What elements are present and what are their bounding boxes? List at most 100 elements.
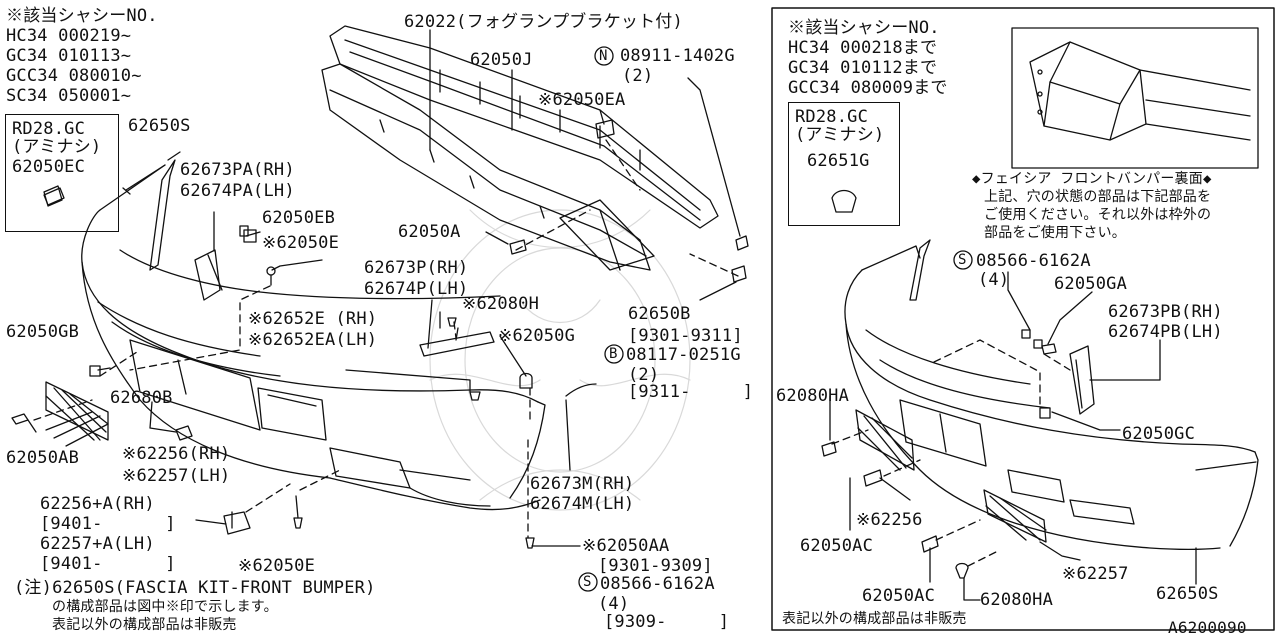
right-label-62080ha-top: 62080HA: [776, 386, 850, 406]
symbol-s-right: S: [958, 252, 967, 268]
diagram-code: A6200090: [1168, 618, 1247, 637]
label-62256: ※62256(RH): [122, 444, 231, 464]
label-62674p: 62674P(LH): [364, 279, 469, 299]
left-bumper-shell: [81, 164, 546, 511]
left-chassis-note-3: GCC34 080010~: [6, 66, 142, 86]
left-reinforcement: [321, 25, 719, 271]
label-08911-qty: (2): [622, 66, 654, 86]
right-label-62050ac-1: 62050AC: [800, 536, 874, 556]
label-62050j: 62050J: [470, 50, 533, 70]
label-62050aa-period: [9301-9309]: [598, 556, 713, 576]
symbol-n: N: [599, 48, 608, 64]
right-variant-cap: [831, 189, 857, 213]
right-leader-lines: [829, 271, 1197, 601]
left-grille-mesh: [45, 381, 109, 447]
label-08117-period: [9311- ]: [628, 382, 754, 402]
label-62650b-period: [9301-9311]: [628, 326, 743, 346]
label-62050e-top: ※62050E: [262, 233, 340, 253]
label-62050gb: 62050GB: [6, 322, 80, 342]
right-fascia-note-1: 上記、穴の状態の部品は下記部品を: [984, 189, 1212, 205]
left-footnote-0: (注)62650S(FASCIA KIT-FRONT BUMPER): [14, 578, 376, 598]
circled-symbols: [578, 46, 973, 592]
right-inset-box: [1011, 27, 1259, 169]
label-62022: 62022(フォグランプブラケット付): [404, 12, 683, 32]
symbol-b: B: [609, 346, 618, 362]
right-label-62050ac-2: 62050AC: [862, 586, 936, 606]
label-62674pa: 62674PA(LH): [180, 181, 295, 201]
right-inset-detail: [1029, 41, 1251, 141]
left-variant-clip: [43, 185, 63, 207]
label-62673p: 62673P(RH): [364, 258, 469, 278]
symbol-s-left: S: [583, 574, 592, 590]
left-chassis-note-0: ※該当シャシーNO.: [6, 6, 158, 26]
left-variant-line-1: (アミナシ): [12, 137, 102, 157]
left-dashed-leaders: [33, 139, 739, 539]
left-footnote-1: の構成部品は図中※印で示します。: [52, 599, 278, 615]
left-side-stay: [122, 159, 176, 271]
right-label-62674pb: 62674PB(LH): [1108, 322, 1223, 342]
right-bumper-shell: [844, 245, 1259, 551]
label-62050eb: 62050EB: [262, 208, 336, 228]
left-chassis-note-4: SC34 050001~: [6, 86, 132, 106]
label-62652ea: ※62652EA(LH): [248, 330, 378, 350]
right-side-stay: [909, 239, 931, 301]
label-08911: 08911-1402G: [620, 46, 735, 66]
right-bracket-62673pb: [1033, 339, 1095, 415]
right-variant-box: RD28.GC (アミナシ) 62651G: [788, 102, 900, 226]
label-62257a-period: [9401- ]: [40, 554, 176, 574]
left-leader-lines: [27, 29, 741, 547]
left-variant-box: RD28.GC (アミナシ) 62050EC: [5, 114, 119, 232]
watermark-emblem: [429, 209, 691, 511]
right-label-62650s: 62650S: [1156, 584, 1219, 604]
label-08117: 08117-0251G: [626, 345, 741, 365]
left-chassis-note-1: HC34 000219~: [6, 26, 132, 46]
right-label-62080ha-bottom: 62080HA: [980, 590, 1054, 610]
label-62050aa: ※62050AA: [582, 536, 670, 556]
right-chassis-note-1: HC34 000218まで: [788, 38, 938, 58]
right-chassis-note-3: GCC34 080009まで: [788, 78, 948, 98]
label-62257a: 62257+A(LH): [40, 534, 155, 554]
label-62050g: ※62050G: [498, 326, 576, 346]
label-62257: ※62257(LH): [122, 466, 231, 486]
label-62080h: ※62080H: [462, 294, 540, 314]
right-fascia-note-3: 部品をご使用下さい。: [984, 225, 1126, 241]
right-label-62050ga: 62050GA: [1054, 274, 1128, 294]
right-fascia-note-2: ご使用ください。それ以外は枠外の: [984, 207, 1212, 223]
left-bracket-62673m: [565, 383, 597, 397]
left-bolts: [509, 119, 749, 283]
label-08117-qty: (2): [628, 365, 660, 385]
label-62256a: 62256+A(RH): [40, 494, 155, 514]
right-panel-frame: [771, 7, 1275, 631]
label-62050e-bottom: ※62050E: [238, 556, 316, 576]
left-footnote-2: 表記以外の構成部品は非販売: [52, 617, 237, 633]
left-variant-line-0: RD28.GC: [12, 119, 86, 139]
right-fascia-note-0: ◆フェイシア フロントバンパー裏面◆: [972, 171, 1212, 187]
label-62050ea: ※62050EA: [538, 90, 626, 110]
right-chassis-note-0: ※該当シャシーNO.: [788, 18, 940, 38]
label-08566-qty: (4): [598, 594, 630, 614]
label-62673m: 62673M(RH): [530, 474, 635, 494]
right-dashed-leaders: [831, 339, 1071, 567]
right-label-08566-qty: (4): [978, 270, 1010, 290]
right-grille-mesh: [855, 409, 1047, 543]
label-62256a-period: [9401- ]: [40, 514, 176, 534]
right-label-62673pb: 62673PB(RH): [1108, 302, 1223, 322]
right-footnote: 表記以外の構成部品は非販売: [782, 611, 967, 627]
right-variant-line-1: (アミナシ): [795, 125, 885, 145]
left-chassis-note-2: GC34 010113~: [6, 46, 132, 66]
label-62680b: 62680B: [110, 388, 173, 408]
right-chassis-note-2: GC34 010112まで: [788, 58, 938, 78]
label-62050ab: 62050AB: [6, 448, 80, 468]
label-08566-period: [9309- ]: [604, 612, 730, 632]
label-62050a: 62050A: [398, 222, 461, 242]
right-label-62257: ※62257: [1062, 564, 1129, 584]
right-label-08566: 08566-6162A: [976, 251, 1091, 271]
right-label-62256: ※62256: [856, 510, 923, 530]
label-62673pa: 62673PA(RH): [180, 160, 295, 180]
right-variant-line-0: RD28.GC: [795, 107, 869, 127]
label-62674m: 62674M(LH): [530, 494, 635, 514]
label-62652e: ※62652E (RH): [248, 309, 378, 329]
left-variant-line-2: 62050EC: [12, 157, 86, 177]
label-62650b: 62650B: [628, 304, 691, 324]
